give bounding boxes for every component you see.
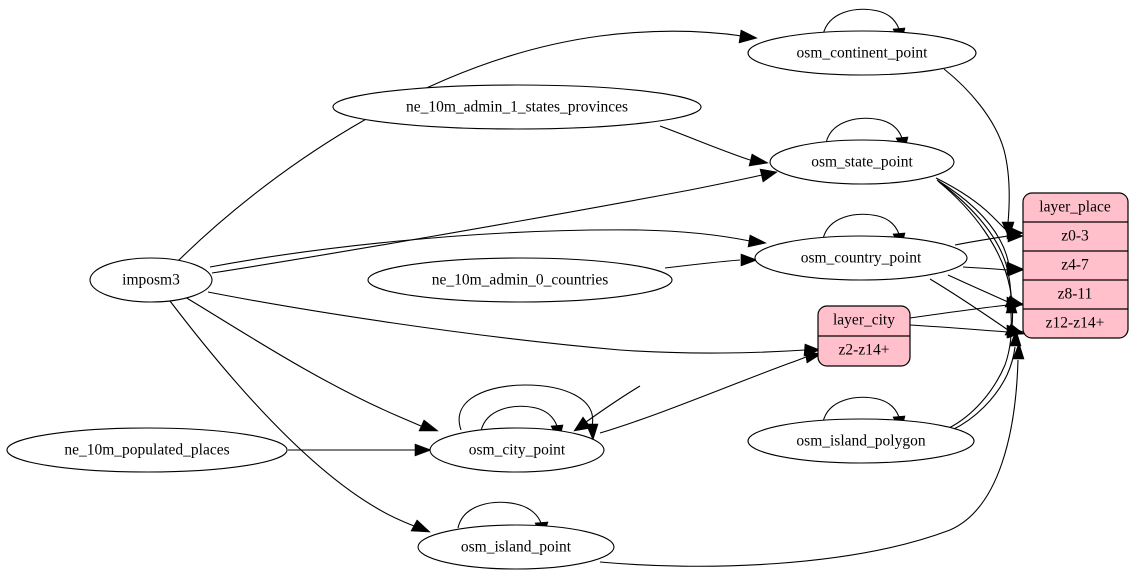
node-imposm3[interactable]: imposm3 xyxy=(89,257,213,303)
record-row-layer_place-z0-3[interactable]: z0-3 xyxy=(1061,228,1089,245)
arrowhead-icon xyxy=(738,29,758,44)
arrowhead-icon xyxy=(1007,263,1024,277)
record-row-layer_place-z12-z14plus[interactable]: z12-z14+ xyxy=(1046,315,1105,332)
edge-osm_state_point-to-layer_place-z4-7 xyxy=(936,179,1010,267)
node-osm_island_point[interactable]: osm_island_point xyxy=(417,524,615,570)
record-row-layer_city-z2-z14plus[interactable]: z2-z14+ xyxy=(839,342,890,359)
edge-imposm3-to-osm_country_point xyxy=(209,229,751,268)
arrowhead-icon xyxy=(573,416,592,432)
edge-osm_island_point-self-loop xyxy=(457,501,542,529)
edge-osm_island_polygon-to-layer_place-z8-11 xyxy=(948,312,1012,429)
node-osm_island_polygon[interactable]: osm_island_polygon xyxy=(747,418,975,464)
node-osm_state_point[interactable]: osm_state_point xyxy=(769,139,955,185)
edge-osm_island_polygon-to-layer_place-z12-z14+ xyxy=(951,346,1016,431)
node-osm_city_point[interactable]: osm_city_point xyxy=(429,427,605,473)
edge-imposm3-to-osm_continent_point xyxy=(177,30,743,262)
edge-osm_city_point-outer-loop xyxy=(458,384,594,431)
edge-osm_country_point-to-layer_place-z8-11 xyxy=(947,274,1009,303)
edge-imposm3-to-layer_city xyxy=(207,291,806,354)
node-label-osm_continent_point: osm_continent_point xyxy=(797,45,929,62)
arrowhead-icon xyxy=(418,419,439,432)
node-osm_continent_point[interactable]: osm_continent_point xyxy=(747,30,977,76)
edge-osm_state_point-to-layer_place-z0-3 xyxy=(935,177,1009,233)
arrowhead-icon xyxy=(1005,296,1018,314)
arrowhead-icon xyxy=(759,168,778,183)
edge-ne_10m_admin_0_countries-to-osm_country_point xyxy=(664,259,741,269)
edge-osm_country_point-to-layer_place-z0-3 xyxy=(954,235,1009,246)
record-layer_place[interactable]: layer_place z0-3 z4-7 z8-11 z12-z14+ xyxy=(1022,192,1129,339)
edge-layer_city-to-layer_place-z12-z14+ xyxy=(909,324,1009,333)
edge-ne_10m_admin_1_states_provinces-to-osm_state_point xyxy=(659,125,751,161)
arrowhead-icon xyxy=(747,234,767,248)
node-ne_10m_admin_0_countries[interactable]: ne_10m_admin_0_countries xyxy=(367,257,673,303)
edge-osm_continent_point-self-loop xyxy=(822,8,900,36)
record-layer: layer_place z0-3 z4-7 z8-11 z12-z14+ lay… xyxy=(817,192,1129,367)
node-label-osm_state_point: osm_state_point xyxy=(811,154,913,171)
arrowhead-icon xyxy=(740,253,758,267)
edge-osm_island_polygon-self-loop xyxy=(822,396,900,423)
arrowhead-icon xyxy=(1012,342,1025,360)
node-layer: imposm3 ne_10m_admin_1_states_provinces … xyxy=(6,30,977,570)
arrowhead-icon xyxy=(410,519,431,533)
node-label-ne_10m_populated_places: ne_10m_populated_places xyxy=(64,442,229,459)
edge-osm_country_point-self-loop xyxy=(822,213,900,240)
node-label-osm_island_point: osm_island_point xyxy=(461,539,572,556)
node-ne_10m_admin_1_states_provinces[interactable]: ne_10m_admin_1_states_provinces xyxy=(332,84,702,130)
edge-osm_city_point-self-loop xyxy=(480,405,558,432)
edge-crossing-to-osm_city_point xyxy=(585,385,641,423)
edge-layer_city-to-layer_place-z8-11 xyxy=(909,304,1009,319)
arrowhead-icon xyxy=(1009,329,1022,347)
edge-osm_continent_point-to-layer_place-z0-3 xyxy=(943,68,1010,224)
node-label-ne_10m_admin_0_countries: ne_10m_admin_0_countries xyxy=(432,272,609,289)
edge-osm_country_point-to-layer_place-z4-7 xyxy=(962,266,1009,271)
record-row-layer_place-z8-11[interactable]: z8-11 xyxy=(1058,286,1093,303)
edge-osm_city_point-to-layer_city-z2-z14+ xyxy=(599,356,807,434)
arrowhead-icon xyxy=(414,443,432,457)
node-label-osm_island_polygon: osm_island_polygon xyxy=(796,433,925,450)
arrowhead-icon xyxy=(748,153,769,167)
node-label-osm_country_point: osm_country_point xyxy=(801,250,922,267)
node-label-osm_city_point: osm_city_point xyxy=(469,442,566,459)
edge-imposm3-to-osm_state_point xyxy=(211,174,763,274)
edge-imposm3-to-osm_city_point xyxy=(184,296,422,427)
arrowhead-icon xyxy=(1007,229,1024,243)
node-ne_10m_populated_places[interactable]: ne_10m_populated_places xyxy=(6,427,288,473)
node-label-imposm3: imposm3 xyxy=(122,272,180,289)
arrowhead-icon xyxy=(804,350,822,364)
record-row-layer_city-title: layer_city xyxy=(833,312,895,329)
node-label-ne_10m_admin_1_states_provinces: ne_10m_admin_1_states_provinces xyxy=(406,99,628,116)
edge-osm_country_point-to-layer_place-z12-z14+ xyxy=(929,278,1009,331)
edge-imposm3-to-osm_island_point xyxy=(169,300,415,527)
record-layer_city[interactable]: layer_city z2-z14+ xyxy=(817,305,911,367)
edge-osm_state_point-self-loop xyxy=(825,117,903,144)
node-osm_country_point[interactable]: osm_country_point xyxy=(754,235,968,281)
record-row-layer_place-z4-7[interactable]: z4-7 xyxy=(1061,257,1089,274)
edge-osm_state_point-to-layer_place-z12-z14+ xyxy=(938,181,1014,327)
record-row-layer_place-title: layer_place xyxy=(1039,199,1111,216)
edge-layer xyxy=(169,8,1025,567)
edge-osm_island_point-to-layer_place-z12-z14+ xyxy=(599,359,1019,567)
